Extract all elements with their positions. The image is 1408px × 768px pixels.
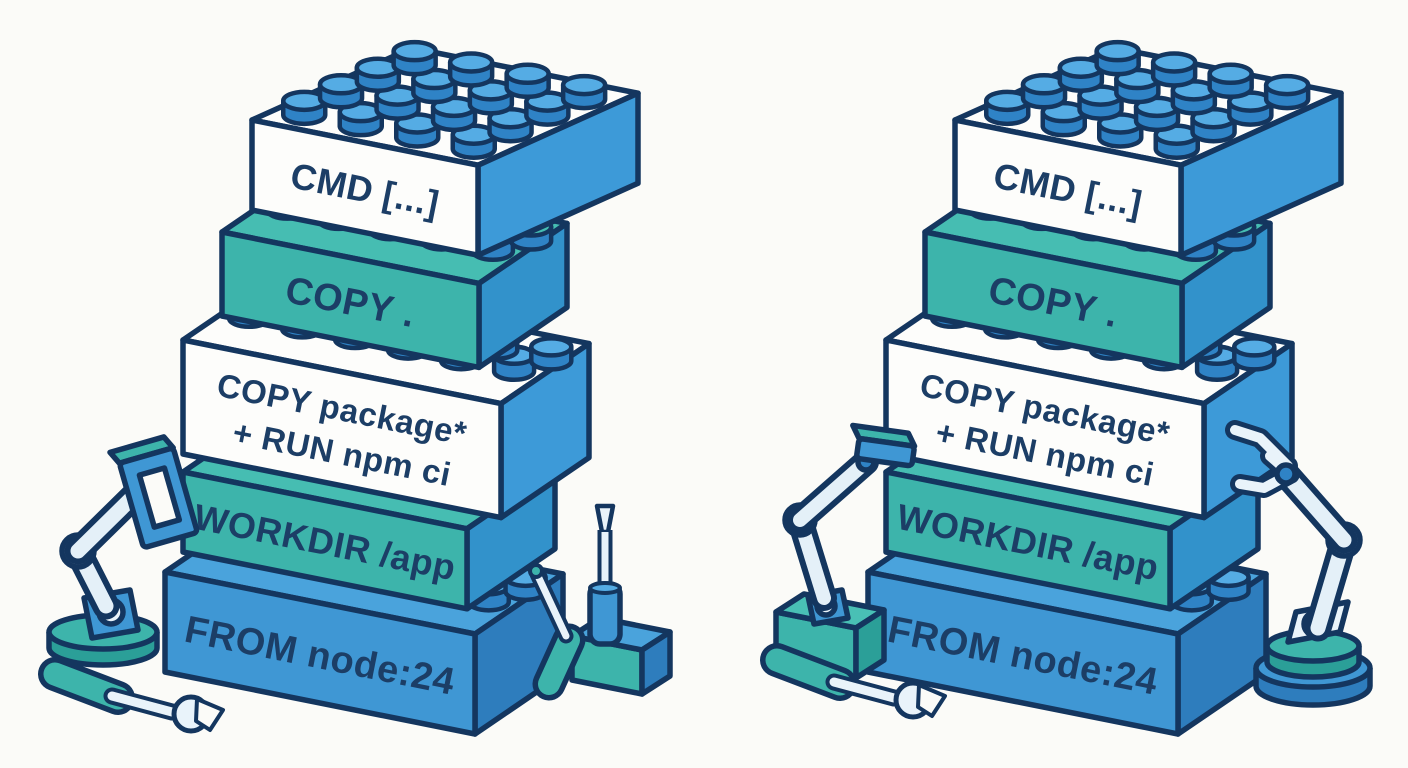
robot-arm-upper-segment — [793, 455, 873, 527]
lego-stud — [560, 73, 608, 111]
screwdriver-leaning — [528, 563, 586, 701]
robot-arm — [773, 422, 918, 681]
claw-upper-prong — [1230, 425, 1293, 471]
lego-stud — [1232, 336, 1277, 372]
robot-wrist-joint — [1274, 462, 1298, 486]
lego-stud — [317, 73, 365, 110]
brick-front-face — [883, 337, 1207, 521]
brick-front-face — [883, 469, 1173, 612]
brick-front-face — [162, 569, 478, 737]
robot-arm — [1225, 420, 1373, 708]
brick-front-face — [249, 117, 481, 258]
gripper-opening — [136, 465, 183, 530]
lego-stud — [1150, 51, 1198, 88]
lego-stud — [1190, 106, 1237, 144]
lego-stud — [447, 51, 495, 88]
lego-stud — [1114, 67, 1161, 105]
brick-front-face — [219, 229, 482, 371]
robot-claw — [1225, 420, 1300, 498]
wrench-shaft — [107, 691, 177, 717]
lego-stud — [281, 89, 328, 127]
wrench — [38, 657, 225, 734]
brick-front-face — [952, 117, 1184, 258]
screwdriver-handle-top — [588, 581, 622, 595]
screwdriver-shaft — [534, 572, 570, 640]
brick-cmd: CMD [...] — [249, 39, 641, 258]
lego-stud — [1020, 73, 1068, 110]
gripper-bar — [854, 436, 917, 469]
lego-stud — [1207, 62, 1254, 100]
lego-stud — [504, 62, 551, 100]
wrench-jaw-opening — [194, 697, 225, 732]
robot-gripper — [850, 422, 918, 469]
robot-base-side — [853, 607, 887, 681]
lego-stud — [391, 39, 438, 77]
brick-front-face — [180, 337, 504, 521]
brick-front-face — [922, 229, 1185, 371]
block-side-face — [639, 629, 673, 697]
lego-stud — [1263, 73, 1311, 111]
lego-stud — [529, 336, 574, 372]
robot-gripper — [107, 434, 200, 550]
screwdriver-standing — [587, 503, 623, 647]
robot-arm-upper-segment — [1278, 466, 1352, 548]
screwdriver-tip — [594, 503, 616, 535]
lego-stud — [354, 56, 402, 93]
screwdriver-tip — [528, 563, 544, 579]
robot-arm — [46, 434, 200, 668]
lego-stud — [1094, 39, 1141, 77]
screwdriver-handle — [538, 629, 580, 695]
brick-cmd: CMD [...] — [952, 39, 1344, 258]
lego-stud — [984, 89, 1031, 127]
